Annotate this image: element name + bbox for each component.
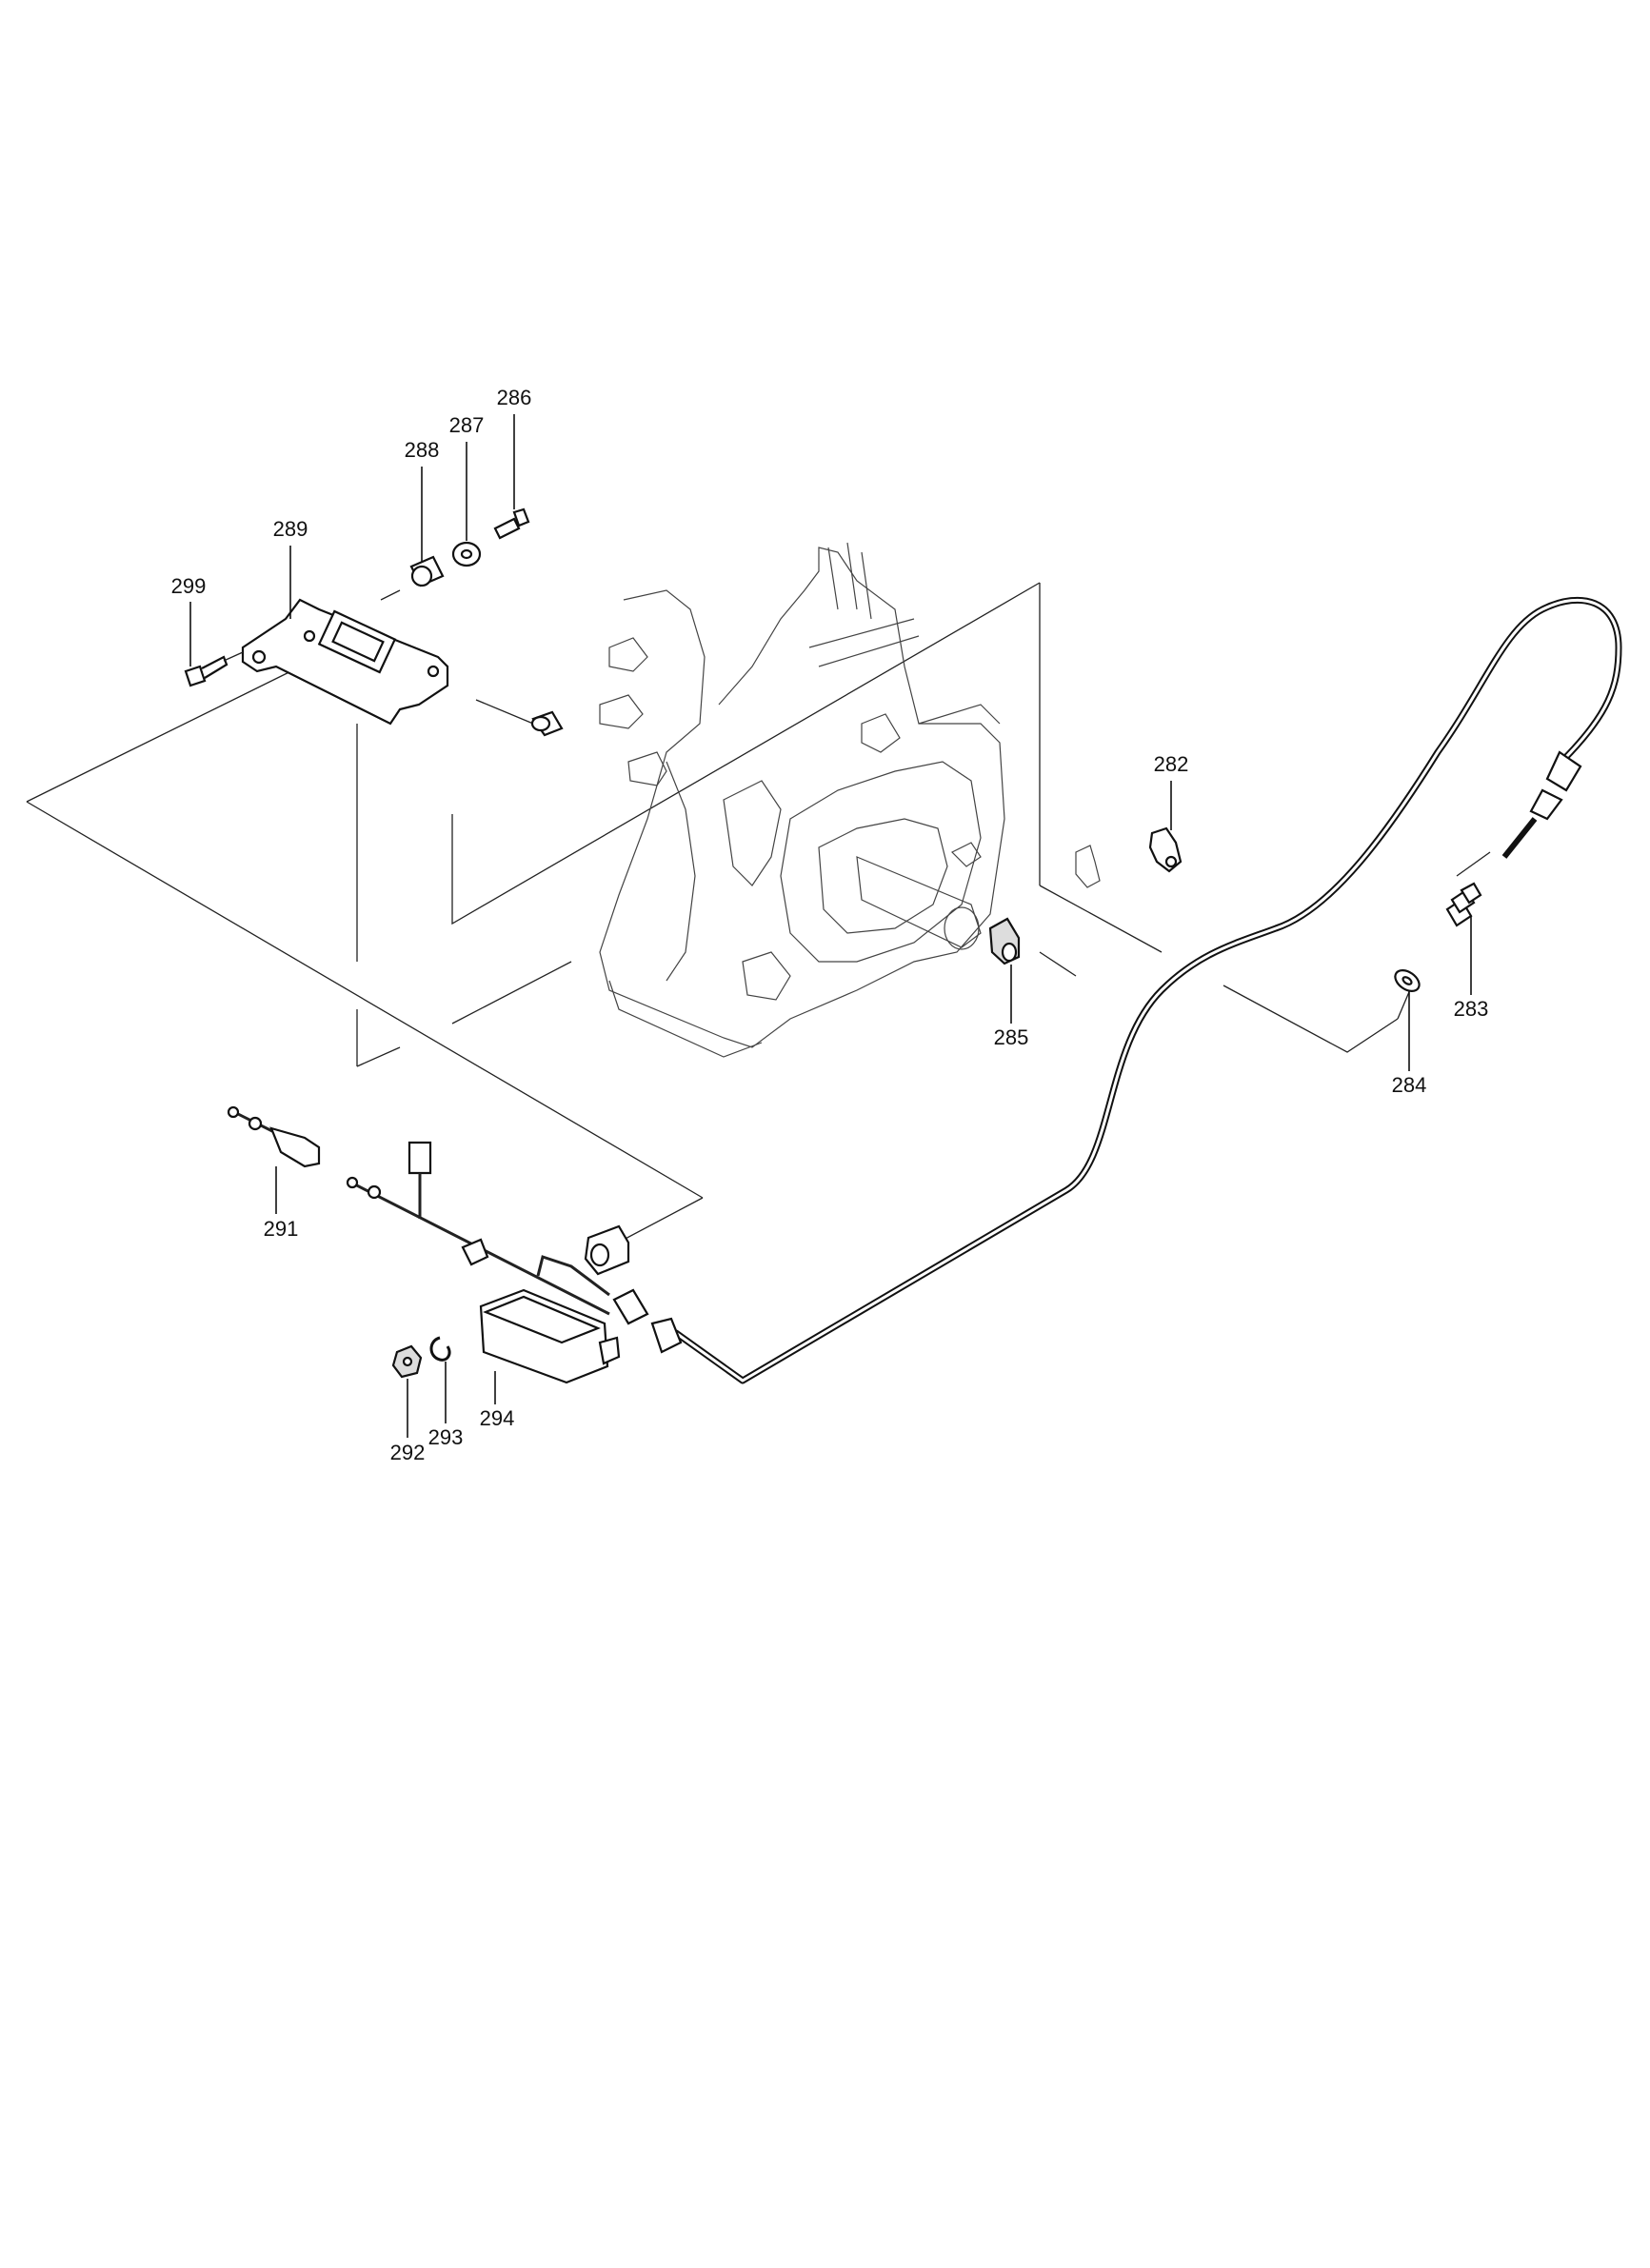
connector-291 <box>227 1105 321 1168</box>
nut-285 <box>988 917 1021 965</box>
cable-clamp-282 <box>1148 826 1183 873</box>
leader-lines <box>189 414 1472 1438</box>
lock-washer-293 <box>429 1336 451 1362</box>
label-287: 287 <box>449 413 485 437</box>
bolt-299 <box>184 651 244 687</box>
wire-harness <box>346 1141 610 1316</box>
ghost-clamp <box>1075 845 1101 888</box>
throttle-cable <box>612 596 1622 1384</box>
label-282: 282 <box>1154 752 1189 776</box>
label-285: 285 <box>994 1025 1029 1049</box>
part-labels: 286 287 288 289 299 282 285 283 284 291 … <box>171 386 1489 1464</box>
ignition-module-294 <box>479 1288 621 1384</box>
label-283: 283 <box>1454 997 1489 1021</box>
nut-292 <box>391 1344 423 1379</box>
label-284: 284 <box>1392 1073 1427 1097</box>
cable-fitting-283 <box>1445 882 1482 927</box>
label-292: 292 <box>390 1441 426 1464</box>
label-293: 293 <box>428 1425 464 1449</box>
mounting-bracket-289 <box>241 598 449 726</box>
label-288: 288 <box>405 438 440 462</box>
stud <box>530 710 564 737</box>
spacer-288 <box>409 555 445 587</box>
label-294: 294 <box>480 1406 515 1430</box>
assembly-guide-lines <box>26 582 1491 1260</box>
label-299: 299 <box>171 574 207 598</box>
label-286: 286 <box>497 386 532 409</box>
grommet <box>584 1224 630 1276</box>
label-289: 289 <box>273 517 308 541</box>
washer-287 <box>451 541 482 567</box>
bolt-286 <box>493 507 530 540</box>
washer-284 <box>1394 968 1421 993</box>
label-291: 291 <box>264 1217 299 1241</box>
engine-block <box>599 542 1005 1058</box>
